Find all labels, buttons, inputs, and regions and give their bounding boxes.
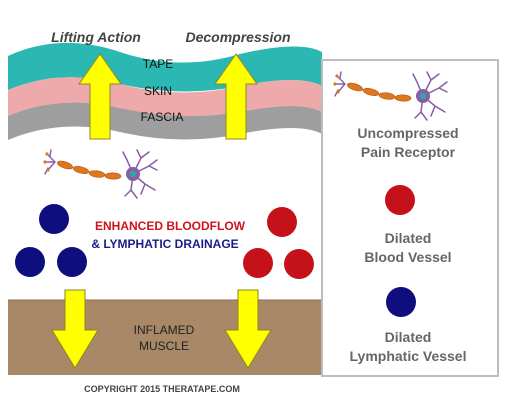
lymph-vessel — [39, 204, 69, 234]
legend-panel — [321, 59, 499, 377]
blood-vessel — [243, 248, 273, 278]
tape-label: TAPE — [143, 57, 173, 71]
decompression-label: Decompression — [185, 29, 290, 45]
muscle-label-line2: MUSCLE — [139, 339, 189, 353]
muscle-layer — [8, 300, 322, 375]
blood-vessel — [284, 249, 314, 279]
lifting-arrow — [78, 53, 122, 140]
drainage-arrow-left — [51, 289, 99, 369]
blood-vessel — [267, 207, 297, 237]
lymph-vessel — [57, 247, 87, 277]
lymph-vessel — [15, 247, 45, 277]
lifting-action-label: Lifting Action — [51, 29, 141, 45]
bloodflow-label: ENHANCED BLOODFLOW — [95, 219, 246, 233]
drainage-label: & LYMPHATIC DRAINAGE — [91, 237, 238, 251]
decompression-arrow — [214, 53, 258, 140]
legend-blood-vessel-icon — [385, 185, 415, 215]
skin-label: SKIN — [144, 84, 172, 98]
pain-receptor-left — [42, 149, 158, 199]
fascia-label: FASCIA — [141, 110, 184, 124]
legend-receptor-label: Uncompressed Pain Receptor — [357, 125, 459, 160]
copyright-text: COPYRIGHT 2015 THERATAPE.COM — [84, 384, 240, 394]
drainage-arrow-right — [224, 289, 272, 369]
legend-blood-vessel-label: Dilated Blood Vessel — [364, 230, 452, 265]
legend-lymph-vessel-icon — [386, 287, 416, 317]
legend-lymph-vessel-label: Dilated Lymphatic Vessel — [349, 329, 467, 364]
muscle-label-line1: INFLAMED — [134, 323, 195, 337]
